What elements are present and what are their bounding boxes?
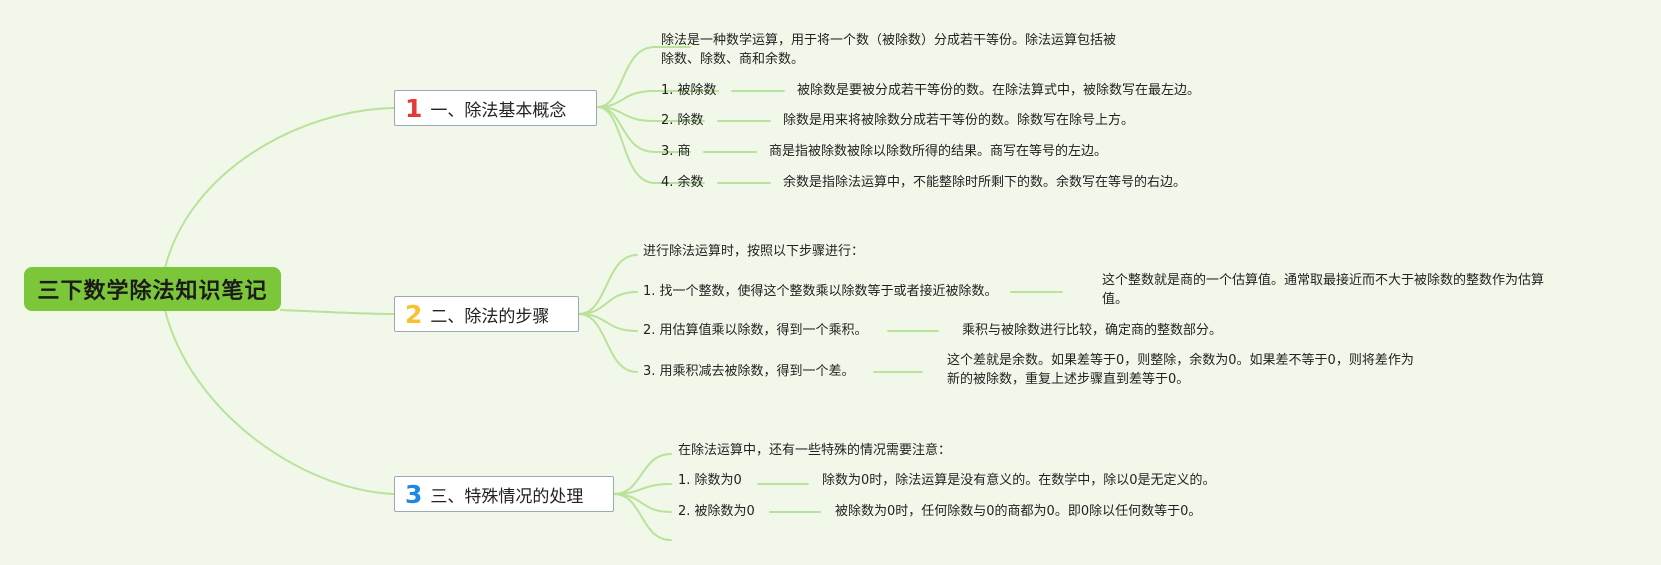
branch-1-item-3-detail[interactable]: 商是指被除数被除以除数所得的结果。商写在等号的左边。 — [769, 144, 1108, 159]
branch-1-item-4-detail[interactable]: 余数是指除法运算中，不能整除时所剩下的数。余数写在等号的右边。 — [783, 175, 1187, 190]
branch-1-item-4-label[interactable]: 4. 余数 — [661, 175, 704, 190]
number-3-icon: 3 — [405, 479, 423, 509]
branch-3-item-1-label[interactable]: 1. 除数为0 — [678, 473, 742, 488]
branch-1-topic[interactable]: 1 一、除法基本概念 — [394, 90, 597, 126]
number-2-icon: 2 — [405, 299, 423, 329]
branch-2-item-2-label[interactable]: 2. 用估算值乘以除数，得到一个乘积。 — [643, 323, 868, 338]
branch-2-item-3-detail-line-1[interactable]: 这个差就是余数。如果差等于0，则整除，余数为0。如果差不等于0，则将差作为 — [947, 353, 1414, 368]
branch-2-intro[interactable]: 进行除法运算时，按照以下步骤进行： — [643, 244, 865, 259]
branch-1-intro-line-2[interactable]: 除数、除数、商和余数。 — [661, 52, 805, 67]
branch-2-topic[interactable]: 2 二、除法的步骤 — [394, 296, 579, 332]
branch-2-item-1-detail-line-1[interactable]: 这个整数就是商的一个估算值。通常取最接近而不大于被除数的整数作为估算 — [1102, 273, 1545, 288]
branch-3-item-2-label[interactable]: 2. 被除数为0 — [678, 504, 755, 519]
branch-1-item-1-label[interactable]: 1. 被除数 — [661, 83, 717, 98]
root-topic[interactable]: 三下数学除法知识笔记 — [24, 267, 281, 311]
branch-3-item-1-detail[interactable]: 除数为0时，除法运算是没有意义的。在数学中，除以0是无定义的。 — [822, 473, 1216, 488]
branch-1-item-1-detail[interactable]: 被除数是要被分成若干等份的数。在除法算式中，被除数写在最左边。 — [797, 83, 1201, 98]
branch-2-label: 二、除法的步骤 — [430, 306, 550, 327]
branch-3-topic[interactable]: 3 三、特殊情况的处理 — [394, 476, 614, 512]
branch-2-item-1-detail-line-2[interactable]: 值。 — [1102, 292, 1129, 307]
branch-3-item-2-detail[interactable]: 被除数为0时，任何除数与0的商都为0。即0除以任何数等于0。 — [835, 504, 1202, 519]
branch-2-item-3-detail-line-2[interactable]: 新的被除数，重复上述步骤直到差等于0。 — [947, 372, 1190, 387]
branch-1-item-2-label[interactable]: 2. 除数 — [661, 113, 704, 128]
branch-1-item-2-detail[interactable]: 除数是用来将被除数分成若干等份的数。除数写在除号上方。 — [783, 113, 1135, 128]
branch-2-item-1-label[interactable]: 1. 找一个整数，使得这个整数乘以除数等于或者接近被除数。 — [643, 284, 998, 299]
branch-1-label: 一、除法基本概念 — [430, 100, 567, 121]
branch-3-intro[interactable]: 在除法运算中，还有一些特殊的情况需要注意： — [678, 443, 952, 458]
number-1-icon: 1 — [405, 93, 423, 123]
branch-1-intro-line-1[interactable]: 除法是一种数学运算，用于将一个数（被除数）分成若干等份。除法运算包括被 — [661, 33, 1117, 48]
branch-1-item-3-label[interactable]: 3. 商 — [661, 144, 691, 159]
branch-2-item-3-label[interactable]: 3. 用乘积减去被除数，得到一个差。 — [643, 364, 855, 379]
branch-2-item-2-detail[interactable]: 乘积与被除数进行比较，确定商的整数部分。 — [962, 323, 1223, 338]
branch-3-label: 三、特殊情况的处理 — [430, 486, 584, 507]
